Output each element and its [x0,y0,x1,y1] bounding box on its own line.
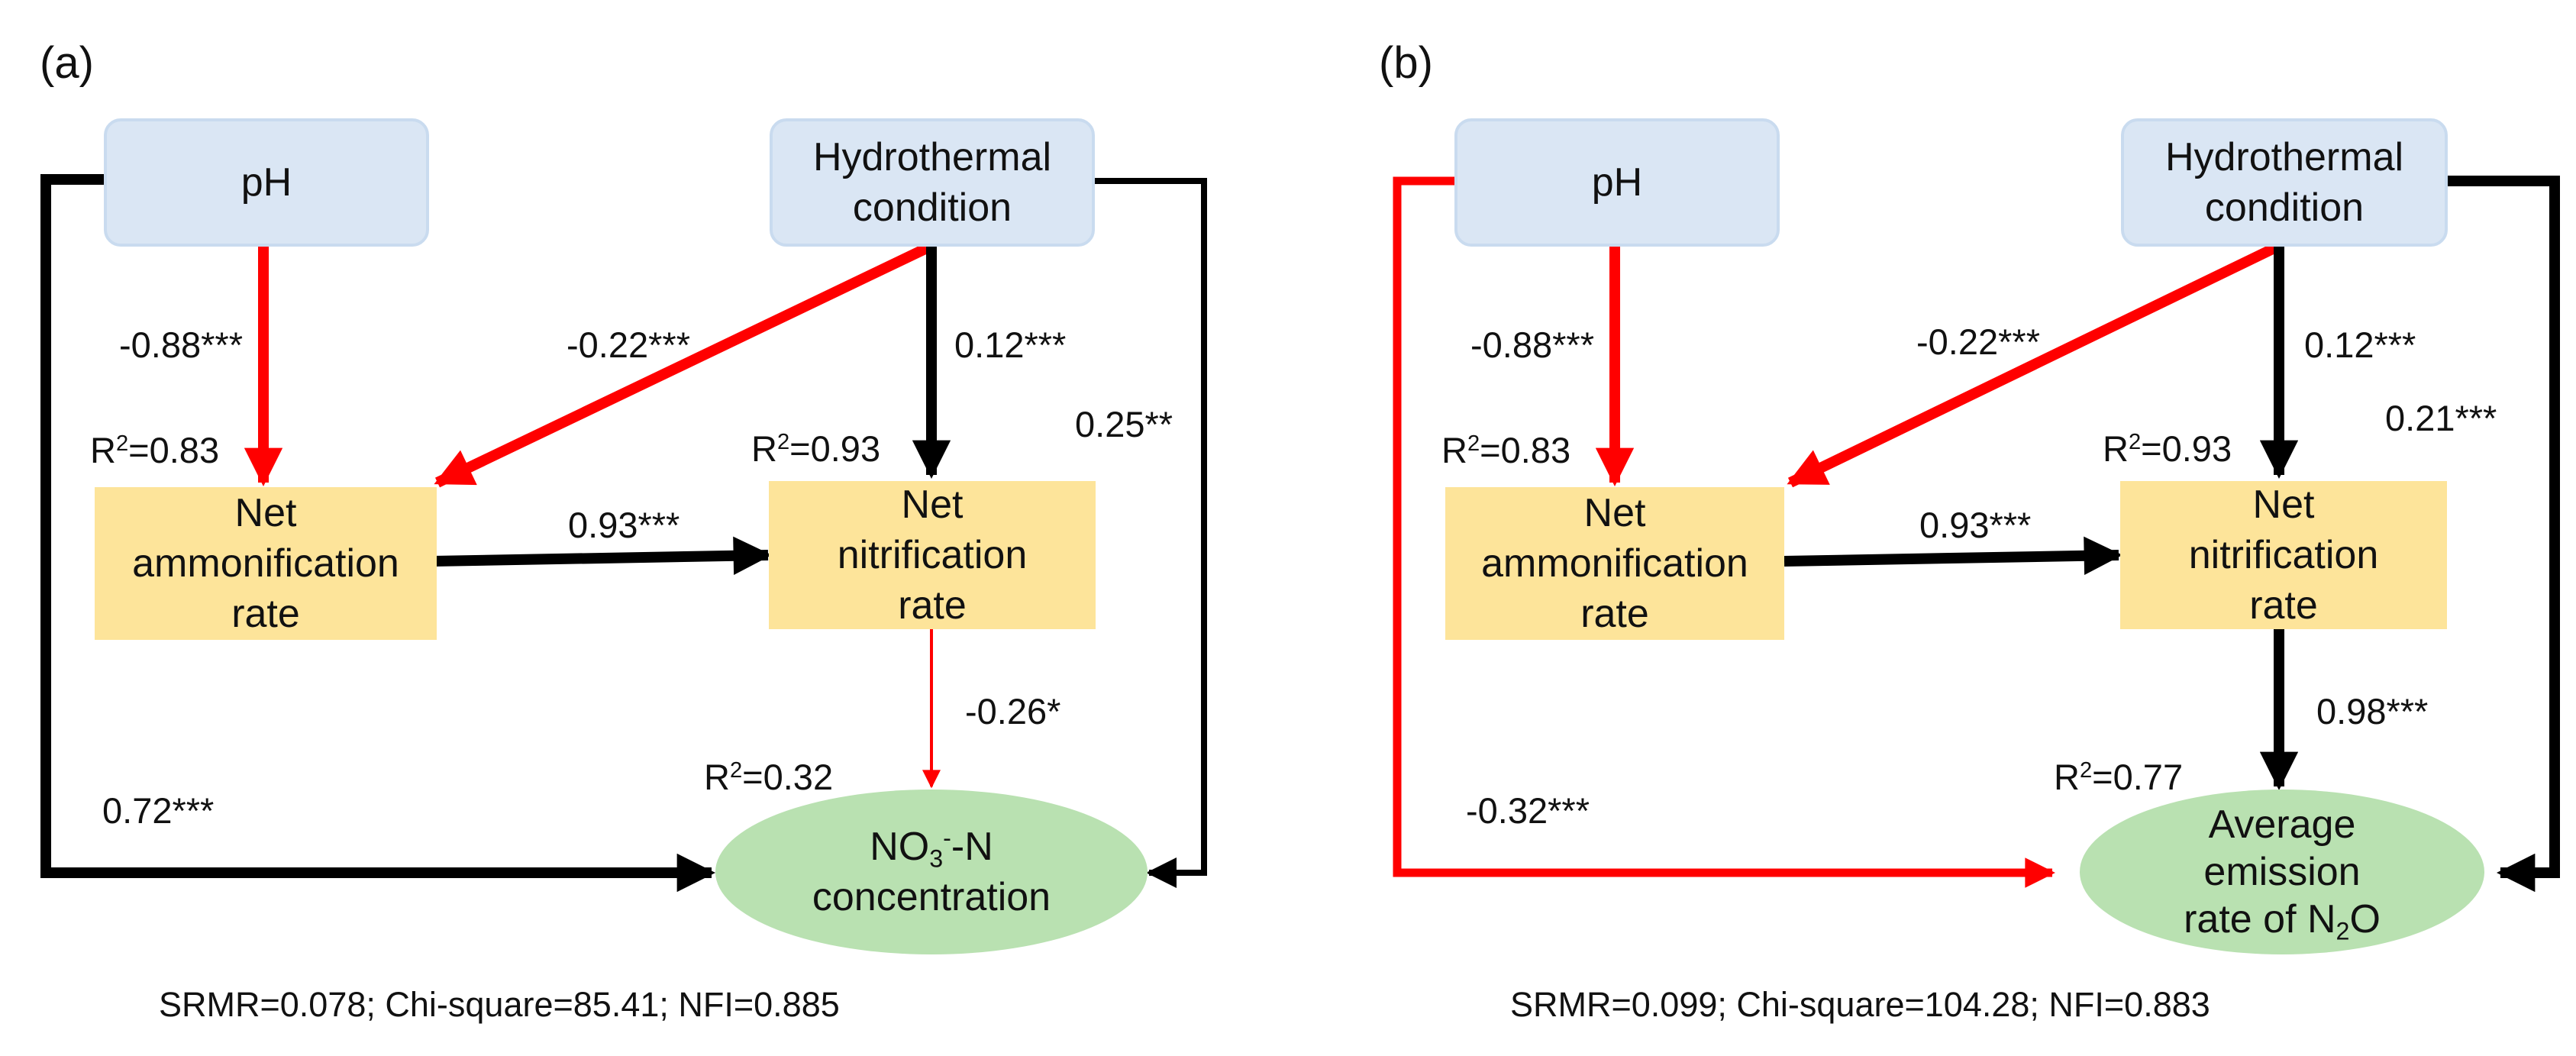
panel-a-outcome-line-2: concentration [812,875,1051,919]
panel-b-r2-outcome: R2=0.77 [2054,757,2184,797]
panel-a-outcome-node: NO3--N concentration [715,790,1148,954]
panel-b-coef-hydro-nitrification: 0.12*** [2304,325,2416,365]
panel-b-tag: (b) [1379,38,1433,88]
panel-b-model-fit: SRMR=0.099; Chi-square=104.28; NFI=0.883 [1510,985,2210,1024]
panel-a-coef-ph-outcome: 0.72*** [102,790,215,831]
panel-b-coef-nitrification-outcome: 0.98*** [2316,691,2429,731]
panel-a-coef-hydro-outcome: 0.25** [1075,404,1173,444]
panel-a-hydro-node: Hydrothermal condition [770,118,1095,247]
panel-b-ammonification-node: Net ammonification rate [1445,487,1784,640]
panel-a-ph-node: pH [104,118,429,247]
panel-a-r2-outcome: R2=0.32 [704,757,834,797]
arrow-a-hydro-to-outcome [1095,178,1207,888]
panel-a-ammonification-line-3: rate [231,592,300,636]
panel-a-r2-nitrification: R2=0.93 [751,428,881,469]
panel-a-nitrification-line-2: nitrification [837,533,1028,577]
panel-a-coef-ammonification-nitrification: 0.93*** [568,505,680,545]
panel-a-outcome-line-1: NO3--N [870,824,993,873]
panel-b-hydro-node: Hydrothermal condition [2121,118,2448,247]
panel-a-coef-nitrification-outcome: -0.26* [965,691,1061,731]
panel-b-hydro-line-1: Hydrothermal [2164,135,2404,179]
panel-b-outcome-node: Average emission rate of N2O [2080,790,2484,954]
panel-b-nitrification-node: Net nitrification rate [2120,481,2447,629]
panel-b-ammonification-line-2: ammonification [1481,541,1748,586]
panel-b-r2-nitrification: R2=0.93 [2103,428,2232,469]
panel-a-arrows [40,174,1207,893]
arrow-b-ammonification-to-nitrification [1784,536,2123,576]
arrow-a-ph-to-outcome [40,174,716,893]
panel-a-ammonification-line-2: ammonification [132,541,399,586]
panel-a-ph-label: pH [240,160,292,205]
arrow-a-hydro-to-ammonification [434,241,935,488]
panel-b-ammonification-line-3: rate [1580,592,1649,636]
panel-b-coef-ph-outcome: -0.32*** [1466,790,1590,831]
arrow-a-ammonification-to-nitrification [432,536,773,576]
panel-a-hydro-line-2: condition [852,186,1012,230]
panel-b-coef-hydro-ammonification: -0.22*** [1916,321,2040,362]
panel-b-nitrification-line-3: rate [2249,583,2318,628]
panel-a-coef-hydro-nitrification: 0.12*** [954,325,1067,365]
panel-b-ammonification-line-1: Net [1583,491,1646,535]
arrow-b-hydro-to-outcome [2447,176,2560,893]
panel-b-nitrification-line-1: Net [2252,483,2315,527]
panel-b-ph-label: pH [1591,160,1643,205]
panel-b-arrows [1393,176,2560,893]
panel-b-outcome-line-2: emission [2203,850,2361,894]
panel-b-ph-node: pH [1454,118,1780,247]
panel-a-nitrification-node: Net nitrification rate [769,481,1096,629]
panel-a-nitrification-line-1: Net [901,483,964,527]
panel-b-r2-ammonification: R2=0.83 [1441,430,1571,470]
panel-a-coef-ph-ammonification: -0.88*** [119,325,243,365]
panel-a-tag: (a) [40,38,94,88]
panel-a-coef-hydro-ammonification: -0.22*** [567,325,690,365]
panel-b-coef-hydro-outcome: 0.21*** [2385,398,2497,438]
panel-b-coef-ammonification-nitrification: 0.93*** [1919,505,2032,545]
panel-b-nitrification-line-2: nitrification [2188,533,2379,577]
panel-a-hydro-line-1: Hydrothermal [812,135,1052,179]
arrow-b-hydro-to-ammonification [1787,241,2282,488]
panel-b-outcome-line-1: Average [2208,802,2356,847]
panel-a-nitrification-line-3: rate [898,583,967,628]
panel-a-model-fit: SRMR=0.078; Chi-square=85.41; NFI=0.885 [159,985,840,1024]
arrow-b-ph-to-outcome [1393,176,2055,888]
panel-b-outcome-line-3: rate of N2O [2184,897,2381,945]
panel-a-r2-ammonification: R2=0.83 [90,430,220,470]
panel-b-hydro-line-2: condition [2204,186,2365,230]
panel-b-coef-ph-ammonification: -0.88*** [1470,325,1594,365]
panel-a-ammonification-line-1: Net [234,491,297,535]
panel-a-ammonification-node: Net ammonification rate [95,487,437,640]
